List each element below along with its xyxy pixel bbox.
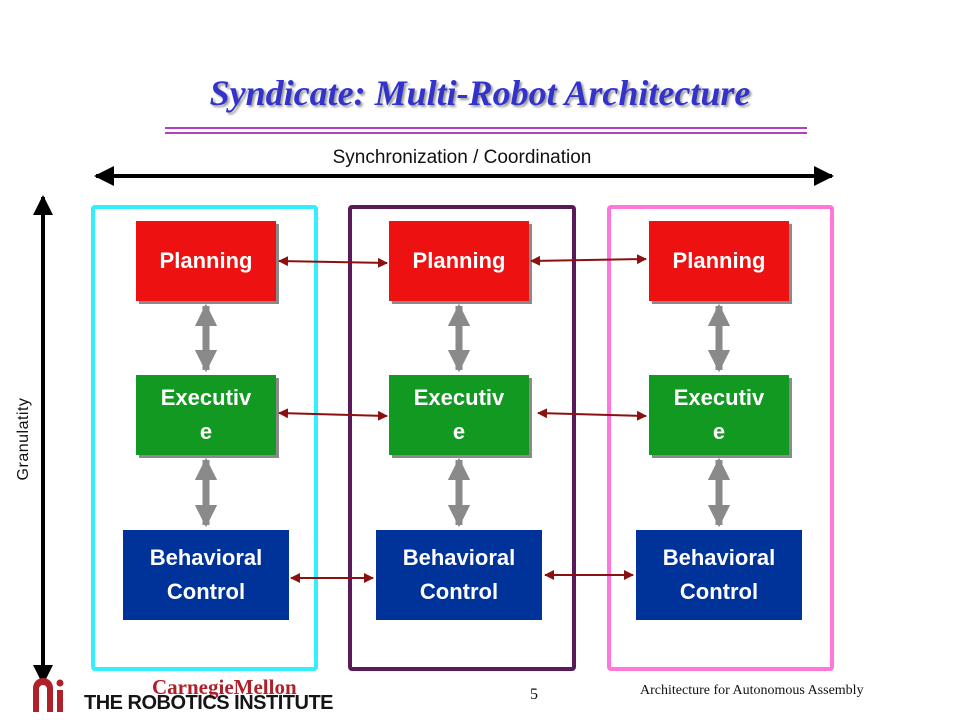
planning-label-2: Planning	[412, 248, 506, 273]
behavioral-label-3: Behavioral Control	[662, 545, 776, 604]
behavioral-layer-3: Behavioral Control	[636, 530, 802, 620]
behavioral-label-2: Behavioral Control	[402, 545, 516, 604]
title-underline-bottom	[165, 132, 807, 134]
robot-frame-3	[607, 205, 834, 671]
footer-caption: Architecture for Autonomous Assembly	[640, 683, 864, 698]
executive-label-3: Executiv e	[673, 385, 765, 444]
executive-layer-3: Executiv e	[649, 375, 789, 455]
executive-layer-2: Executiv e	[389, 375, 529, 455]
peer-arrow-planning-2-3	[530, 254, 647, 266]
page-number: 5	[530, 686, 538, 703]
behavioral-layer-1: Behavioral Control	[123, 530, 289, 620]
behavioral-label-1: Behavioral Control	[149, 545, 263, 604]
robot-frame-1	[91, 205, 318, 671]
planning-layer-3: Planning	[649, 221, 789, 301]
planning-layer-1: Planning	[136, 221, 276, 301]
robotics-logo-mark	[33, 678, 64, 712]
peer-arrow-planning-1-2	[278, 256, 388, 268]
robot-frame-2	[348, 205, 576, 671]
behavioral-layer-2: Behavioral Control	[376, 530, 542, 620]
planning-layer-2: Planning	[389, 221, 529, 301]
planning-label-1: Planning	[159, 248, 253, 273]
planning-label-3: Planning	[672, 248, 766, 273]
executive-label-1: Executiv e	[160, 385, 252, 444]
executive-layer-1: Executiv e	[136, 375, 276, 455]
peer-arrow-executive-2-3	[537, 408, 647, 421]
institute-logo-text: THE ROBOTICS INSTITUTE	[84, 692, 334, 714]
peer-arrow-executive-1-2	[278, 408, 388, 421]
title-underline-top	[165, 127, 807, 129]
sync-axis-label: Synchronization / Coordination	[332, 147, 592, 168]
executive-label-2: Executiv e	[413, 385, 505, 444]
university-logo-text: CarnegieMellon	[152, 675, 297, 699]
slide-title: Syndicate: Multi-Robot Architecture	[209, 73, 751, 113]
